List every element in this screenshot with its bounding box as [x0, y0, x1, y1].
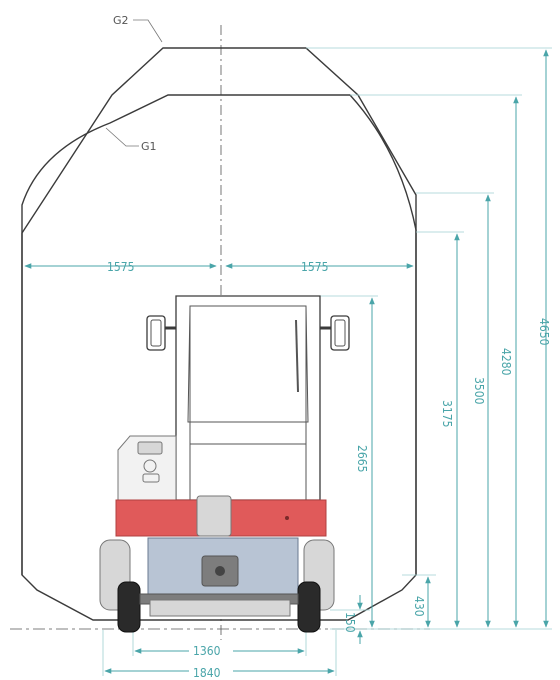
- dim-label-g1-height: 4280: [499, 348, 513, 376]
- leader-g2: [133, 19, 163, 43]
- machine-illustration: [99, 295, 350, 633]
- right-mirror-glass: [334, 319, 346, 347]
- dim-label-overall-width: 1840: [193, 666, 221, 680]
- gauge-outline-g1: [21, 94, 417, 575]
- dim-label-platform-height: 430: [412, 596, 426, 617]
- dim-label-ground-clearance: 150: [343, 612, 357, 633]
- gauge-label-g1: G1: [141, 140, 157, 153]
- chassis-base: [149, 599, 291, 617]
- dim-overall-width-label-bg: [189, 664, 233, 678]
- housing-panel: [142, 473, 160, 483]
- dim-track-gauge-label-bg: [189, 642, 233, 658]
- dim-label-half-width-right: 1575: [301, 260, 328, 274]
- right-track: [297, 581, 321, 633]
- gauge-label-g2: G2: [113, 14, 129, 27]
- wiper: [295, 319, 299, 393]
- dim-label-machine-height: 2665: [355, 445, 369, 472]
- dim-label-total-height: 4650: [537, 318, 551, 346]
- left-mirror-glass: [150, 319, 162, 347]
- housing-badge: [143, 459, 157, 473]
- cab-window: [187, 305, 309, 423]
- dim-label-upper-corner: 3500: [472, 377, 486, 405]
- dim-label-half-width-left: 1575: [107, 260, 134, 274]
- dim-label-lower-corner: 3175: [440, 400, 454, 427]
- housing-vent: [137, 441, 163, 455]
- hub-bolt: [215, 566, 225, 576]
- leader-g1: [105, 127, 139, 147]
- dim-label-track-gauge: 1360: [193, 644, 221, 658]
- body-bolt: [285, 516, 289, 520]
- body-step: [196, 495, 232, 537]
- left-track: [117, 581, 141, 633]
